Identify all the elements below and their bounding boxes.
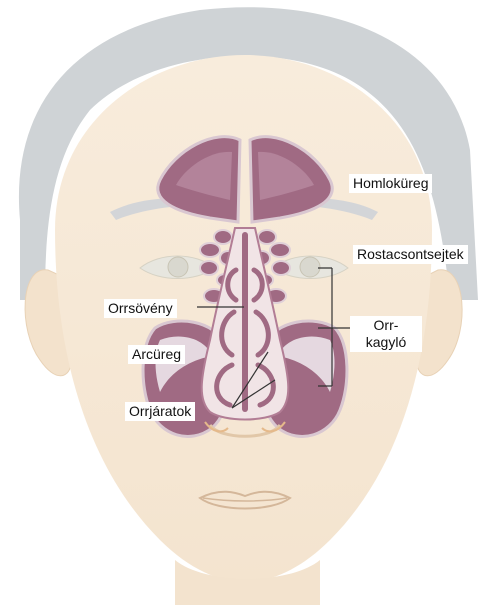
label-rostacsontsejtek: Rostacsontsejtek [353,245,468,264]
left-iris [168,257,188,277]
label-orrsoveny: Orrsövény [104,299,177,318]
label-arcureg: Arcüreg [128,345,185,364]
label-homlokureg: Homloküreg [349,174,432,193]
label-orrjaratok: Orrjáratok [125,402,195,421]
label-orrkagylo-line1: Orr- [354,317,418,334]
label-orrkagylo-line2: kagyló [354,334,418,351]
label-orrkagylo: Orr- kagyló [350,316,422,352]
right-iris [300,257,320,277]
